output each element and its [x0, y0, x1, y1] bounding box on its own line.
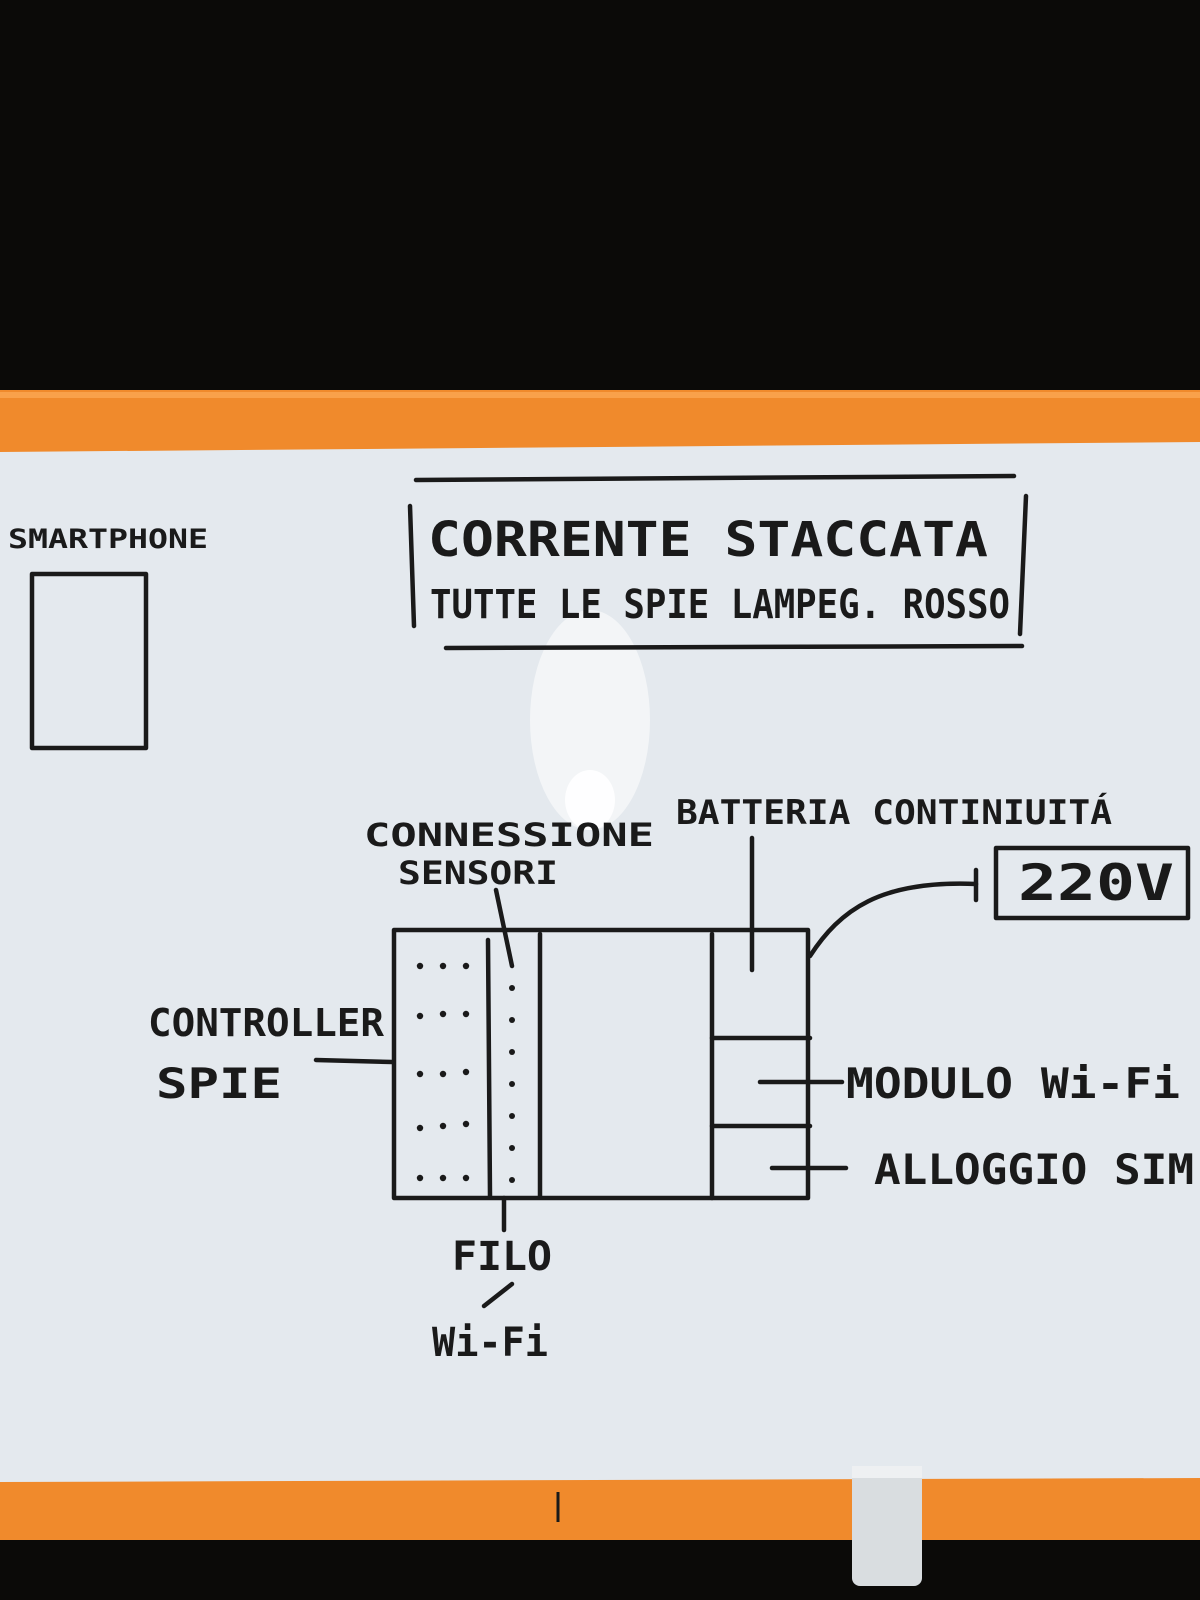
- title-line-top: [413, 473, 1017, 483]
- title-line-2: TUTTE LE SPIE LAMPEG. ROSSO: [430, 582, 1010, 628]
- divider-1: [485, 937, 493, 1199]
- label-wifi: Wi-Fi: [432, 1320, 548, 1366]
- surface-panel: [0, 442, 1200, 1482]
- smartphone-label: SMARTPHONE: [8, 524, 208, 555]
- board-surface: [0, 442, 1200, 1482]
- device-box: [391, 927, 813, 1201]
- filo-wifi-slash: [481, 1281, 515, 1309]
- label-connessione: CONNESSIONE: [364, 816, 654, 854]
- label-controller: CONTROLLER: [148, 1001, 384, 1045]
- pointer-sensori: [493, 887, 515, 969]
- power-cable: [807, 881, 979, 959]
- title-line-1: CORRENTE STACCATA: [428, 512, 988, 568]
- clip-top: [852, 1466, 922, 1478]
- label-modulo-wifi: MODULO Wi-Fi: [846, 1059, 1180, 1108]
- controller-leds: [416, 962, 470, 1182]
- voltage-box: [993, 845, 1191, 921]
- pointer-controller: [313, 1057, 395, 1065]
- frame-highlight: [0, 392, 1200, 398]
- title-bracket-right: [1017, 493, 1029, 637]
- device-outline: [391, 927, 811, 1201]
- smartphone-rect: [29, 571, 149, 751]
- board-clip: [556, 1466, 922, 1586]
- glare-top: [530, 610, 650, 830]
- glare-center: [565, 770, 615, 830]
- label-batteria: BATTERIA CONTINIUITÁ: [676, 792, 1112, 833]
- label-alloggio-sim: ALLOGGIO SIM: [874, 1145, 1194, 1194]
- title-line-bottom: [443, 643, 1025, 651]
- label-filo: FILO: [452, 1234, 552, 1280]
- sensor-leds: [509, 985, 515, 1183]
- label-voltage: 220V: [1018, 854, 1174, 912]
- label-sensori: SENSORI: [398, 854, 558, 892]
- clip-body: [852, 1466, 922, 1586]
- title-bracket-left: [407, 503, 417, 629]
- label-spie: SPIE: [156, 1059, 282, 1108]
